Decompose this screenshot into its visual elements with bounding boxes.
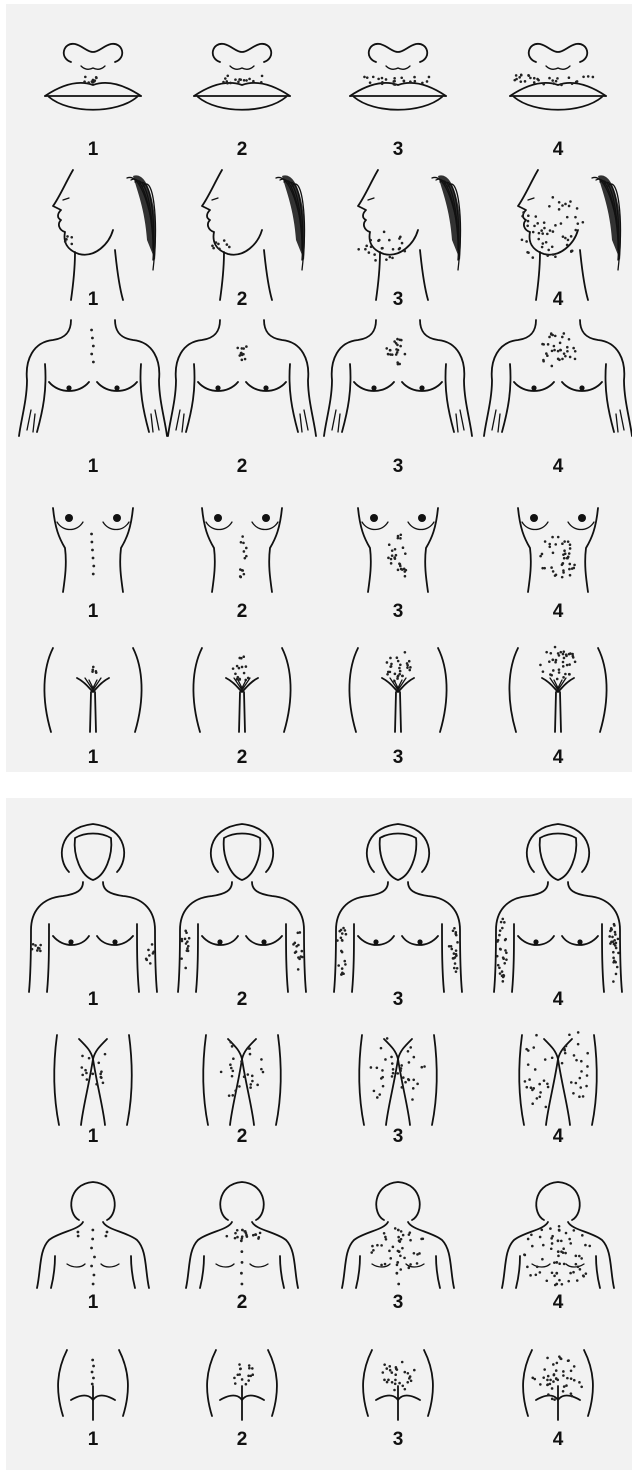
thigh-figure-grade-4 (519, 1031, 597, 1125)
lower-abdomen-grade-label: 3 (368, 748, 428, 768)
lower-back-figure-grade-4 (523, 1350, 593, 1420)
lower-abdomen-grade-label: 4 (528, 748, 588, 768)
upper-arm-grade-label: 4 (528, 990, 588, 1010)
thigh-figure-grade-3 (359, 1035, 437, 1125)
chin-grade-label: 2 (212, 290, 272, 310)
chin-grade-label: 3 (368, 290, 428, 310)
upper-abdomen-grade-label: 1 (63, 602, 123, 622)
upper-lip-figure-grade-2 (194, 44, 290, 110)
chest-figure-grade-3 (324, 320, 472, 436)
lower-back-grade-label: 2 (212, 1430, 272, 1450)
chin-grade-label: 1 (63, 290, 123, 310)
chest-grade-label: 3 (368, 457, 428, 477)
upper-lip-figure-grade-1 (45, 44, 141, 110)
upper-abdomen-grade-label: 4 (528, 602, 588, 622)
chest-figure-grade-4 (484, 320, 632, 436)
upper-abdomen-figure-grade-4 (518, 508, 598, 592)
upper-lip-grade-label: 3 (368, 140, 428, 160)
lower-abdomen-grade-label: 1 (63, 748, 123, 768)
chin-figure-grade-1 (53, 170, 156, 300)
upper-lip-grade-label: 4 (528, 140, 588, 160)
thigh-grade-label: 1 (63, 1127, 123, 1147)
upper-arm-grade-label: 3 (368, 990, 428, 1010)
upper-arm-figure-grade-1 (29, 824, 157, 992)
chin-figure-grade-4 (518, 170, 621, 300)
upper-back-figure-grade-3 (342, 1182, 454, 1288)
chin-figure-grade-2 (202, 170, 305, 300)
upper-lip-figure-grade-3 (350, 44, 446, 110)
upper-back-grade-label: 1 (63, 1293, 123, 1313)
upper-arm-figure-grade-4 (494, 824, 622, 992)
lower-back-figure-grade-3 (363, 1350, 433, 1420)
upper-back-grade-label: 2 (212, 1293, 272, 1313)
thigh-figure-grade-2 (203, 1035, 281, 1125)
upper-back-figure-grade-1 (37, 1182, 149, 1288)
upper-back-figure-grade-2 (186, 1182, 298, 1288)
upper-back-figure-grade-4 (502, 1182, 614, 1288)
lower-back-grade-label: 4 (528, 1430, 588, 1450)
upper-abdomen-grade-label: 3 (368, 602, 428, 622)
chin-grade-label: 4 (528, 290, 588, 310)
upper-arm-figure-grade-2 (178, 824, 306, 992)
chest-grade-label: 1 (63, 457, 123, 477)
upper-back-grade-label: 3 (368, 1293, 428, 1313)
chest-figure-grade-2 (168, 320, 316, 436)
lower-abdomen-grade-label: 2 (212, 748, 272, 768)
upper-lip-figure-grade-4 (510, 44, 606, 110)
upper-arm-grade-label: 1 (63, 990, 123, 1010)
lower-back-figure-grade-1 (58, 1350, 128, 1420)
thigh-grade-label: 2 (212, 1127, 272, 1147)
upper-lip-grade-label: 2 (212, 140, 272, 160)
thigh-grade-label: 3 (368, 1127, 428, 1147)
upper-abdomen-figure-grade-3 (358, 508, 438, 592)
chest-grade-label: 4 (528, 457, 588, 477)
lower-abdomen-figure-grade-2 (193, 648, 290, 732)
upper-arm-figure-grade-3 (334, 824, 462, 992)
upper-back-grade-label: 4 (528, 1293, 588, 1313)
lower-back-grade-label: 1 (63, 1430, 123, 1450)
lower-abdomen-figure-grade-3 (349, 648, 446, 732)
lower-back-figure-grade-2 (207, 1350, 277, 1420)
chest-grade-label: 2 (212, 457, 272, 477)
upper-abdomen-figure-grade-2 (202, 508, 282, 592)
lower-back-grade-label: 3 (368, 1430, 428, 1450)
lower-abdomen-figure-grade-4 (509, 646, 606, 732)
lower-abdomen-figure-grade-1 (44, 648, 141, 732)
thigh-figure-grade-1 (54, 1035, 132, 1125)
upper-lip-grade-label: 1 (63, 140, 123, 160)
thigh-grade-label: 4 (528, 1127, 588, 1147)
upper-arm-grade-label: 2 (212, 990, 272, 1010)
chin-figure-grade-3 (357, 170, 461, 300)
chest-figure-grade-1 (19, 320, 167, 436)
upper-abdomen-figure-grade-1 (53, 508, 133, 592)
upper-abdomen-grade-label: 2 (212, 602, 272, 622)
